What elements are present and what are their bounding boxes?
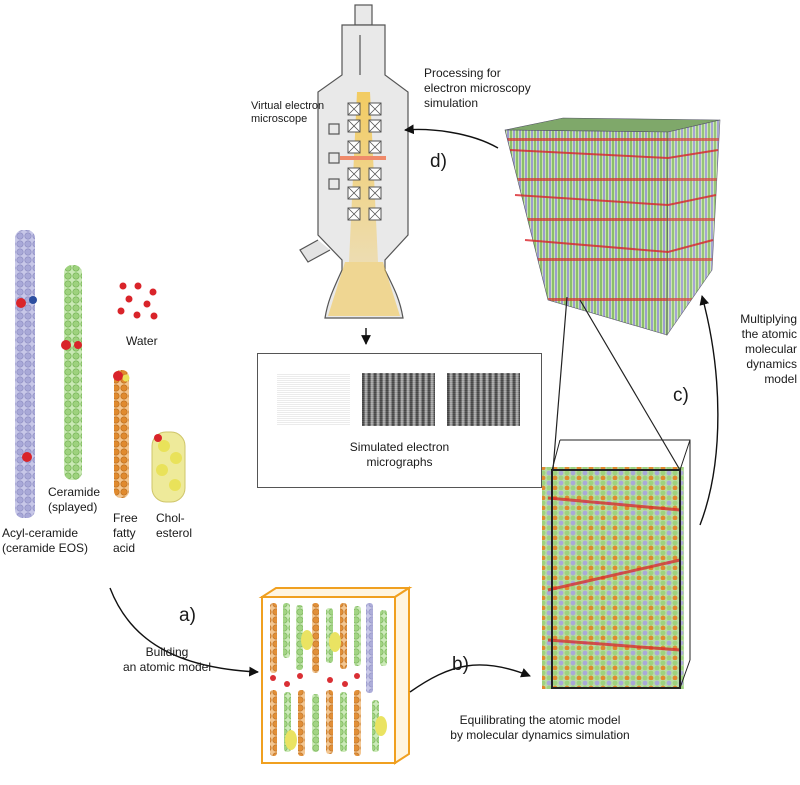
- free-fatty-acid-molecule: [113, 370, 130, 498]
- equilibrating-label: Equilibrating the atomic model by molecu…: [450, 713, 630, 742]
- atomic-model-box: [258, 586, 413, 765]
- cholesterol-label: Chol- esterol: [156, 511, 193, 540]
- beam-cone: [328, 262, 400, 316]
- acyl-ceramide-molecule: [15, 230, 37, 518]
- micrograph-2: [362, 373, 435, 426]
- arrow-b: [409, 664, 531, 693]
- cholesterol-molecule: [151, 431, 186, 503]
- virtual-microscope-label: Virtual electron microscope: [251, 100, 325, 125]
- water-label: Water: [126, 334, 158, 348]
- free-fatty-acid-label: Free fatty acid: [113, 511, 138, 555]
- processing-label: Processing for electron microscopy simul…: [424, 66, 531, 110]
- micrograph-1: [277, 373, 350, 426]
- micrograph-3: [447, 373, 520, 426]
- step-c-label: c): [673, 385, 689, 406]
- ceramide-molecule: [61, 265, 82, 480]
- arrow-d: [404, 124, 499, 149]
- step-b-label: b): [452, 654, 469, 675]
- step-d-label: d): [430, 151, 447, 172]
- ceramide-label: Ceramide (splayed): [48, 485, 101, 514]
- simulated-micrographs-panel: Simulated electron micrographs: [257, 353, 542, 488]
- acyl-ceramide-label: Acyl-ceramide (ceramide EOS): [2, 526, 89, 555]
- simulated-micrographs-label: Simulated electron micrographs: [349, 440, 450, 469]
- multiplying-label: Multiplying the atomic molecular dynamic…: [740, 312, 797, 386]
- arrow-a: [109, 587, 259, 677]
- specimen-plane: [340, 156, 386, 160]
- arrow-c: [699, 295, 719, 526]
- equilibrated-md-box: [542, 296, 691, 689]
- step-a-label: a): [179, 605, 196, 626]
- multiplied-md-model: [504, 117, 721, 336]
- lens-crosses: [347, 102, 382, 221]
- building-label: Building an atomic model: [122, 645, 212, 674]
- water-molecules: [116, 281, 159, 321]
